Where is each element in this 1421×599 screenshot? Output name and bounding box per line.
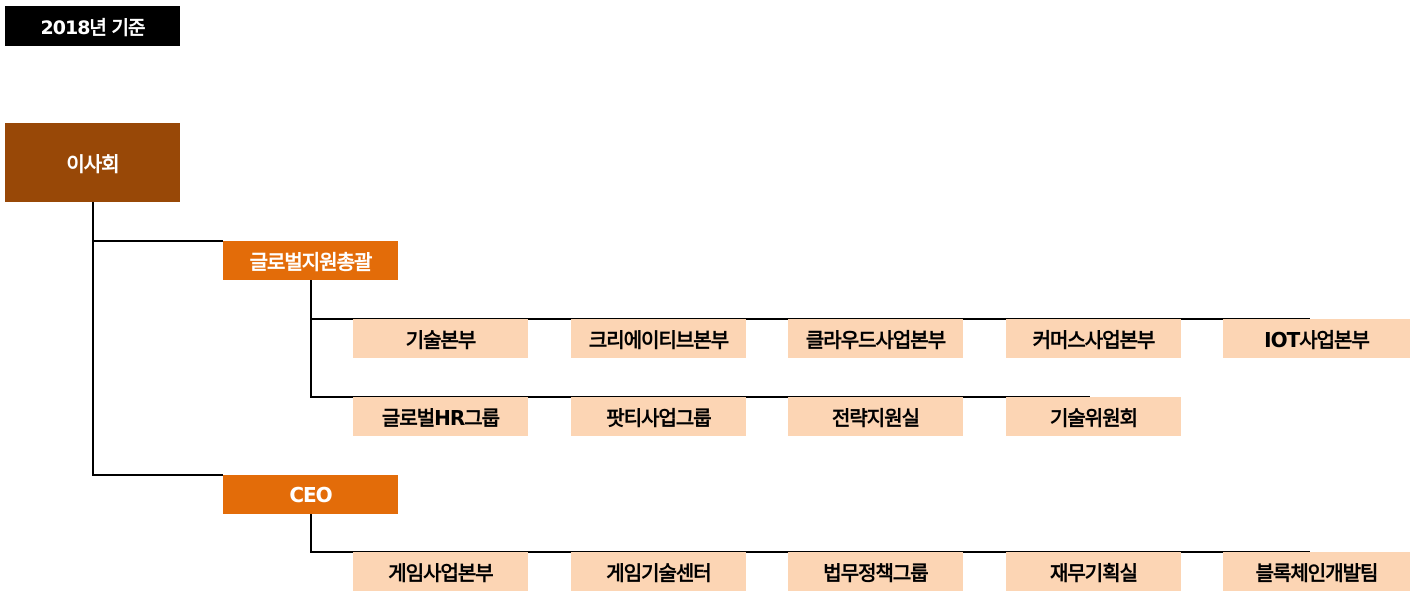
node-leaf: 크리에이티브본부 (571, 319, 746, 358)
node-leaf: 클라우드사업본부 (788, 319, 963, 358)
node-leaf: 게임기술센터 (571, 552, 746, 591)
node-leaf: 재무기획실 (1006, 552, 1181, 591)
node-ceo: CEO (223, 475, 398, 514)
node-board: 이사회 (5, 123, 180, 202)
node-leaf: 글로벌HR그룹 (353, 397, 528, 436)
node-leaf: 기술위원회 (1006, 397, 1181, 436)
connector (92, 474, 223, 476)
node-leaf: 커머스사업본부 (1006, 319, 1181, 358)
node-leaf: 팟티사업그룹 (571, 397, 746, 436)
connector (310, 514, 312, 553)
node-leaf: IOT사업본부 (1223, 319, 1410, 358)
node-global-support: 글로벌지원총괄 (223, 241, 398, 280)
node-leaf: 블록체인개발팀 (1223, 552, 1410, 591)
connector (92, 202, 94, 476)
node-leaf: 기술본부 (353, 319, 528, 358)
node-leaf: 법무정책그룹 (788, 552, 963, 591)
node-leaf: 게임사업본부 (353, 552, 528, 591)
connector (92, 240, 223, 242)
date-label: 2018년 기준 (5, 6, 180, 46)
connector (310, 280, 312, 398)
node-leaf: 전략지원실 (788, 397, 963, 436)
